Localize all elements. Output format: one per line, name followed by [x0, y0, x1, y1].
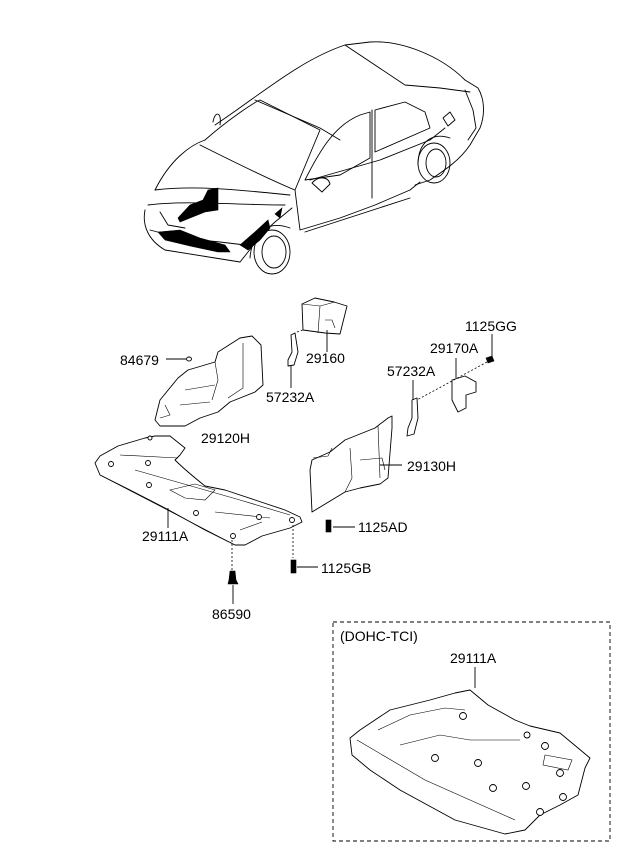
- callout-29120H: 29120H: [201, 430, 250, 446]
- part-57232A-left-stay: [287, 329, 304, 388]
- callout-57232A-right: 57232A: [387, 363, 436, 379]
- callout-29111A: 29111A: [142, 528, 189, 544]
- callout-29170A: 29170A: [430, 340, 479, 356]
- part-57232A-right-stay: [406, 380, 419, 437]
- callout-1125AD: 1125AD: [358, 519, 408, 535]
- part-1125AD-bolt: [325, 519, 355, 533]
- callout-1125GG: 1125GG: [465, 318, 517, 334]
- callout-29160: 29160: [306, 350, 345, 366]
- callout-1125GB: 1125GB: [321, 560, 371, 576]
- part-29170A-bracket: [451, 358, 477, 413]
- part-1125GB-bolt: [290, 559, 318, 574]
- callout-29130H: 29130H: [407, 458, 456, 474]
- callout-86590: 86590: [212, 606, 251, 622]
- part-84679-clip: [166, 356, 192, 362]
- callout-84679: 84679: [120, 352, 159, 368]
- part-29120H-left-splash-shield: [154, 335, 264, 427]
- variant-box: [332, 621, 611, 842]
- part-1125GG-bolt: [414, 334, 495, 402]
- part-86590-fastener: [227, 570, 239, 604]
- callout-57232A-left: 57232A: [266, 389, 315, 405]
- callout-29111A-dohc-tci: 29111A: [450, 650, 497, 666]
- variant-box-title: (DOHC-TCI): [340, 628, 418, 644]
- part-29130H-right-splash-shield: [309, 415, 402, 513]
- part-29111A-engine-under-cover: [94, 435, 303, 570]
- part-29111A-dohc-tci-under-cover: [349, 667, 591, 835]
- vehicle-illustration: [143, 41, 484, 275]
- part-29160-bracket: [301, 297, 348, 352]
